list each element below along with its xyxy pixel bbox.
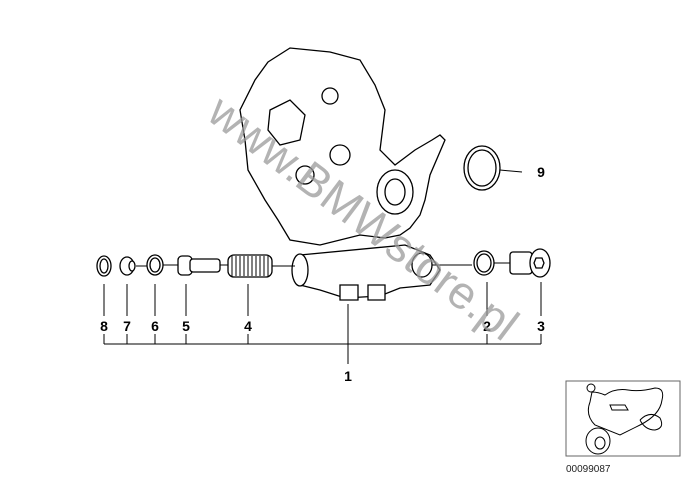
part-8-circlip[interactable] — [96, 255, 112, 277]
callout-6[interactable]: 6 — [151, 318, 159, 334]
callout-5[interactable]: 5 — [182, 318, 190, 334]
callout-3[interactable]: 3 — [537, 318, 545, 334]
part-2-sealing-ring[interactable] — [473, 250, 495, 276]
callout-2[interactable]: 2 — [483, 318, 491, 334]
callout-1[interactable]: 1 — [344, 368, 352, 384]
leader-lines — [103, 282, 542, 364]
part-7-valve-cap[interactable] — [119, 256, 136, 276]
part-6-ring[interactable] — [146, 254, 164, 276]
thumbnail-code: 00099087 — [566, 464, 611, 475]
part-5-piston[interactable] — [177, 255, 221, 276]
motorcycle-icon — [585, 383, 664, 455]
part-4-spring[interactable] — [227, 254, 273, 278]
part-9-o-ring[interactable] — [463, 145, 501, 191]
callout-8[interactable]: 8 — [100, 318, 108, 334]
callout-7[interactable]: 7 — [123, 318, 131, 334]
motorcycle-thumbnail[interactable]: 00099087 — [565, 380, 681, 475]
part-3-screw-plug[interactable] — [509, 248, 551, 278]
callout-9[interactable]: 9 — [537, 164, 545, 180]
oil-pump-housing[interactable] — [239, 47, 446, 301]
callout-4[interactable]: 4 — [244, 318, 252, 334]
